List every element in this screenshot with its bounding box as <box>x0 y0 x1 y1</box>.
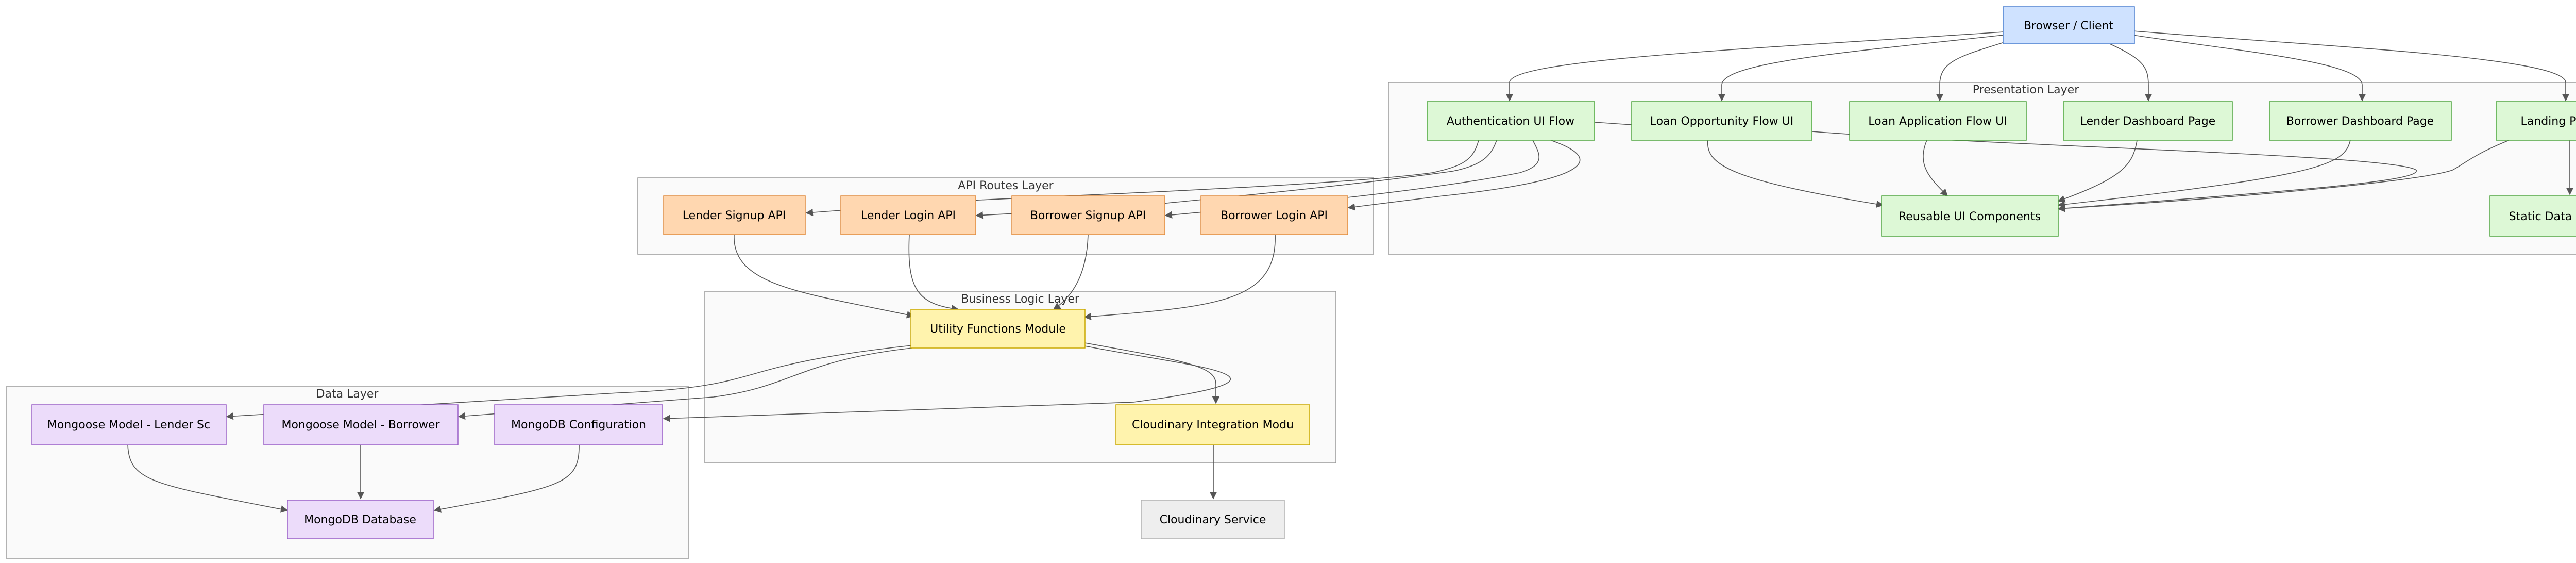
node-utility-functions-module[interactable]: Utility Functions Module <box>910 309 1086 349</box>
node-label: Authentication UI Flow <box>1447 115 1574 128</box>
edge-auth-borrowerlogin <box>1347 140 1581 211</box>
edge-utility-modellender <box>226 345 912 420</box>
edge-lendersignup-utility <box>734 234 914 319</box>
node-label: MongoDB Database <box>304 514 416 526</box>
edge-utility-mongoconfig <box>663 345 1231 422</box>
edge-browser-loanopp <box>1718 35 2004 102</box>
edge-lenderlogin-utility <box>908 234 959 312</box>
node-mongodb-configuration[interactable]: MongoDB Configuration <box>494 404 663 445</box>
node-borrower-login-api[interactable]: Borrower Login API <box>1200 195 1348 235</box>
edge-borrowerlogin-utility <box>1083 234 1276 321</box>
node-label: Browser / Client <box>2024 20 2114 32</box>
node-label: Mongoose Model - Borrower <box>281 419 440 432</box>
node-mongoose-model-lender[interactable]: Mongoose Model - Lender Sc <box>31 404 227 445</box>
cluster-title-business: Business Logic Layer <box>961 293 1080 306</box>
node-lender-signup-api[interactable]: Lender Signup API <box>663 195 806 235</box>
node-label: Lender Login API <box>861 209 956 222</box>
node-label: MongoDB Configuration <box>511 419 646 432</box>
node-label: Cloudinary Integration Modu <box>1132 419 1294 432</box>
node-label: Borrower Login API <box>1221 209 1328 222</box>
edge-browser-lenderdash <box>2109 43 2153 102</box>
edge-borrowersignup-utility <box>1053 234 1089 310</box>
node-label: Lender Signup API <box>683 209 786 222</box>
node-browser-client[interactable]: Browser / Client <box>2003 6 2135 44</box>
node-mongoose-model-borrower[interactable]: Mongoose Model - Borrower <box>263 404 459 445</box>
cluster-title-data: Data Layer <box>316 388 379 401</box>
node-label: Lender Dashboard Page <box>2080 115 2216 128</box>
edge-lenderdash-reusable <box>2057 140 2138 203</box>
node-loan-application-flow-ui[interactable]: Loan Application Flow UI <box>1849 101 2027 141</box>
edge-landing-reusable <box>2057 140 2510 212</box>
edge-browser-borrowerdash <box>2132 35 2366 102</box>
node-landing-pages-ui[interactable]: Landing Pages UI <box>2496 101 2576 141</box>
node-reusable-ui-components[interactable]: Reusable UI Components <box>1881 195 2059 237</box>
node-label: Static Data (Globe) <box>2509 210 2576 223</box>
node-lender-login-api[interactable]: Lender Login API <box>840 195 976 235</box>
node-lender-dashboard-page[interactable]: Lender Dashboard Page <box>2063 101 2233 141</box>
node-mongodb-database[interactable]: MongoDB Database <box>287 500 434 539</box>
node-label: Cloudinary Service <box>1160 514 1266 526</box>
edge-browser-auth <box>1505 31 2004 102</box>
node-cloudinary-integration-module[interactable]: Cloudinary Integration Modu <box>1115 404 1310 445</box>
node-label: Loan Application Flow UI <box>1868 115 2007 128</box>
cluster-title-presentation: Presentation Layer <box>1973 84 2079 96</box>
cluster-title-api: API Routes Layer <box>958 179 1054 192</box>
node-static-data-globe[interactable]: Static Data (Globe) <box>2489 195 2576 237</box>
edge-modellender-mongodb <box>127 444 289 513</box>
node-label: Reusable UI Components <box>1899 210 2041 223</box>
edge-mongoconfig-mongodb <box>433 444 580 513</box>
node-label: Mongoose Model - Lender Sc <box>47 419 210 432</box>
edge-browser-landing <box>2132 30 2570 102</box>
node-borrower-signup-api[interactable]: Borrower Signup API <box>1011 195 1165 235</box>
node-loan-opportunity-flow-ui[interactable]: Loan Opportunity Flow UI <box>1631 101 1812 141</box>
edge-utility-modelborrower <box>457 347 912 420</box>
node-label: Landing Pages UI <box>2521 115 2576 128</box>
edge-borrowerdash-reusable <box>2057 140 2351 208</box>
node-label: Loan Opportunity Flow UI <box>1650 115 1794 128</box>
edge-loanapp-reusable <box>1923 140 1948 197</box>
node-label: Borrower Signup API <box>1030 209 1146 222</box>
edge-browser-loanapp <box>1936 42 2005 102</box>
edge-loanopp-reusable <box>1707 140 1884 208</box>
node-cloudinary-service[interactable]: Cloudinary Service <box>1141 500 1285 539</box>
edge-auth-loanopp <box>1594 122 1632 125</box>
node-label: Borrower Dashboard Page <box>2286 115 2434 128</box>
node-label: Utility Functions Module <box>930 323 1066 336</box>
edge-loanopp-reusable-2 <box>1811 131 2417 212</box>
node-authentication-ui-flow[interactable]: Authentication UI Flow <box>1427 101 1595 141</box>
node-borrower-dashboard-page[interactable]: Borrower Dashboard Page <box>2269 101 2452 141</box>
